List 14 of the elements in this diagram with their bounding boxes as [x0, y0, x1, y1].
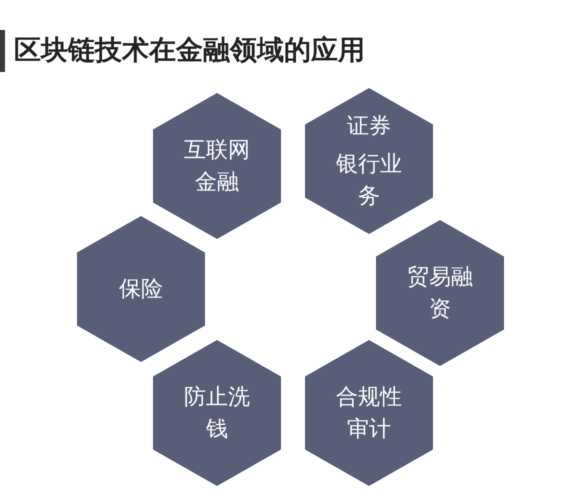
hexagon-node — [305, 340, 433, 486]
node-label: 合规性审计 — [335, 383, 403, 443]
node-label: 防止洗钱 — [183, 383, 251, 443]
node-label: 保险 — [118, 275, 164, 303]
node-label: 银行业务 — [335, 150, 403, 210]
hexagon-node — [376, 220, 504, 366]
hexagon-node — [305, 88, 433, 234]
node-label: 互联网金融 — [183, 136, 251, 196]
node-label: 证券 — [346, 112, 392, 140]
hexagon-node — [153, 340, 281, 486]
hexagon-node — [77, 216, 205, 362]
node-label: 贸易融资 — [406, 263, 474, 323]
title: 区块链技术在金融领域的应用 — [14, 34, 365, 67]
hexagon-node — [153, 93, 281, 239]
